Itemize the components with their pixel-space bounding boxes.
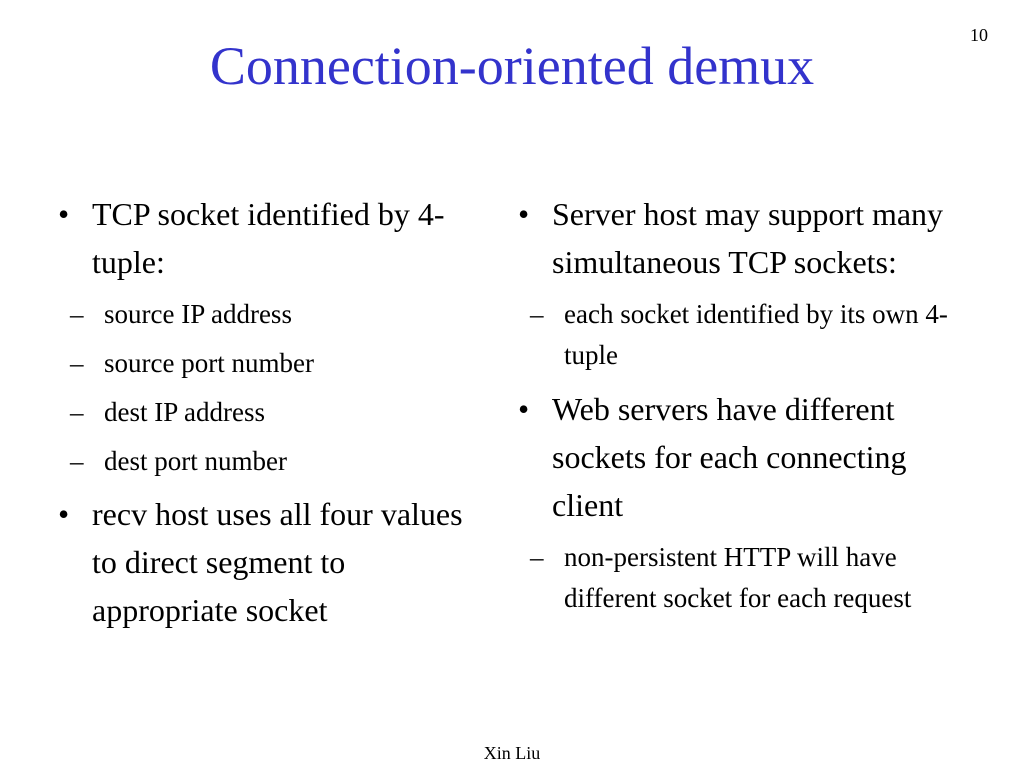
dash-icon: –: [70, 446, 84, 476]
bullet-icon: •: [58, 196, 70, 232]
sub-list-item: – source port number: [58, 343, 478, 383]
sub-list: – each socket identified by its own 4-tu…: [518, 294, 968, 376]
slide-title: Connection-oriented demux: [209, 36, 815, 96]
dash-icon: –: [70, 348, 84, 378]
dash-icon: –: [70, 397, 84, 427]
sub-bullet-text: dest IP address: [104, 397, 265, 427]
bullet-icon: •: [58, 496, 70, 532]
dash-icon: –: [530, 542, 544, 572]
list-item: • Web servers have different sockets for…: [518, 385, 968, 529]
bullet-icon: •: [518, 391, 530, 427]
sub-list-item: – each socket identified by its own 4-tu…: [518, 294, 968, 376]
sub-list-item: – dest IP address: [58, 392, 478, 432]
sub-bullet-text: each socket identified by its own 4-tupl…: [564, 299, 948, 370]
left-bullet-list: • TCP socket identified by 4-tuple: – so…: [58, 190, 478, 634]
sub-list-item: – source IP address: [58, 294, 478, 334]
sub-bullet-text: dest port number: [104, 446, 287, 476]
bullet-text: Server host may support many simultaneou…: [552, 196, 944, 280]
left-column: • TCP socket identified by 4-tuple: – so…: [58, 190, 478, 642]
sub-bullet-text: source port number: [104, 348, 314, 378]
bullet-text: TCP socket identified by 4-tuple:: [92, 196, 445, 280]
slide-number: 10: [970, 25, 988, 45]
sub-list: – non-persistent HTTP will have differen…: [518, 537, 968, 619]
list-item: • TCP socket identified by 4-tuple:: [58, 190, 478, 286]
dash-icon: –: [530, 299, 544, 329]
list-item: • recv host uses all four values to dire…: [58, 490, 478, 634]
slide-footer: Xin Liu: [483, 743, 541, 763]
bullet-text: recv host uses all four values to direct…: [92, 496, 463, 628]
bullet-icon: •: [518, 196, 530, 232]
sub-bullet-text: source IP address: [104, 299, 292, 329]
sub-list-item: – dest port number: [58, 441, 478, 481]
list-item: • Server host may support many simultane…: [518, 190, 968, 286]
bullet-text: Web servers have different sockets for e…: [552, 391, 907, 523]
right-bullet-list: • Server host may support many simultane…: [518, 190, 968, 619]
right-column: • Server host may support many simultane…: [518, 190, 968, 628]
sub-list: – source IP address – source port number…: [58, 294, 478, 481]
dash-icon: –: [70, 299, 84, 329]
sub-bullet-text: non-persistent HTTP will have different …: [564, 542, 912, 613]
sub-list-item: – non-persistent HTTP will have differen…: [518, 537, 968, 619]
